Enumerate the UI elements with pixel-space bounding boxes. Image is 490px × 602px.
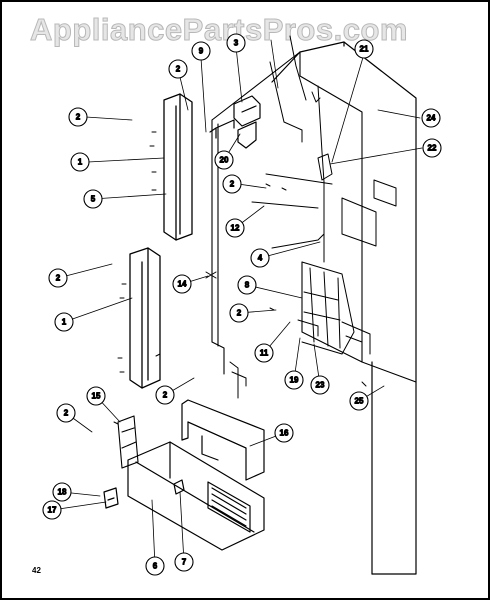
svg-text:22: 22 <box>428 144 437 153</box>
upper-trim-panel <box>163 93 193 241</box>
back-wall-panel <box>211 51 417 383</box>
page-number: 42 <box>32 566 41 575</box>
callout-2: 2 <box>68 107 88 127</box>
callout-24: 24 <box>421 108 441 128</box>
svg-text:2: 2 <box>163 391 168 400</box>
svg-text:18: 18 <box>58 488 67 497</box>
svg-text:16: 16 <box>280 429 289 438</box>
callout-6: 6 <box>145 556 165 576</box>
callout-16: 16 <box>274 423 294 443</box>
callout-20: 20 <box>214 150 234 170</box>
rear-cover-grille <box>127 441 265 551</box>
callout-8: 8 <box>237 275 257 295</box>
svg-text:25: 25 <box>355 397 364 406</box>
callout-2b: 2 <box>168 59 188 79</box>
svg-text:21: 21 <box>360 45 369 54</box>
callout-3: 3 <box>226 33 246 53</box>
callout-21: 21 <box>354 39 374 59</box>
svg-text:20: 20 <box>220 156 229 165</box>
small-switch <box>103 487 119 509</box>
svg-text:4: 4 <box>258 254 263 263</box>
callout-25: 25 <box>349 391 369 411</box>
callouts: 2 9 3 21 2 24 1 20 22 5 2 12 4 2 14 8 2 … <box>42 33 442 576</box>
svg-text:14: 14 <box>178 280 187 289</box>
svg-text:5: 5 <box>91 195 96 204</box>
svg-text:12: 12 <box>231 224 240 233</box>
bracket-part-15 <box>117 415 139 469</box>
callout-9: 9 <box>191 41 211 61</box>
svg-text:9: 9 <box>199 47 204 56</box>
callout-2d: 2 <box>48 268 68 288</box>
callout-19: 19 <box>284 370 304 390</box>
svg-text:24: 24 <box>427 114 436 123</box>
svg-text:2: 2 <box>64 409 69 418</box>
svg-text:2: 2 <box>56 274 61 283</box>
svg-text:2: 2 <box>76 113 81 122</box>
callout-22: 22 <box>422 138 442 158</box>
wall-label-plates <box>341 179 397 247</box>
svg-text:2: 2 <box>230 180 235 189</box>
callout-17: 17 <box>42 500 62 520</box>
lower-trim-panel <box>129 247 161 389</box>
leader-lines <box>51 39 423 567</box>
control-housing <box>209 95 261 149</box>
tube-part-4 <box>271 233 325 263</box>
evaporator-compartment <box>297 261 371 355</box>
wiring-harness <box>251 35 333 243</box>
screws <box>113 131 367 425</box>
svg-text:2: 2 <box>176 65 181 74</box>
callout-12: 12 <box>225 218 245 238</box>
wire-part-14 <box>205 271 247 399</box>
callout-2f: 2 <box>155 385 175 405</box>
callout-2c: 2 <box>222 174 242 194</box>
svg-text:6: 6 <box>153 562 158 571</box>
callout-11: 11 <box>254 343 274 363</box>
svg-text:1: 1 <box>78 158 83 167</box>
callout-14: 14 <box>172 274 192 294</box>
callout-2g: 2 <box>56 403 76 423</box>
svg-text:7: 7 <box>182 558 187 567</box>
svg-text:19: 19 <box>290 376 299 385</box>
callout-7: 7 <box>174 552 194 572</box>
svg-text:1: 1 <box>62 318 67 327</box>
drain-trough <box>181 399 265 481</box>
callout-1b: 1 <box>54 312 74 332</box>
svg-text:11: 11 <box>260 349 269 358</box>
svg-text:23: 23 <box>316 381 325 390</box>
svg-text:17: 17 <box>48 506 57 515</box>
callout-2e: 2 <box>229 303 249 323</box>
callout-18: 18 <box>52 482 72 502</box>
callout-1a: 1 <box>70 152 90 172</box>
callout-15: 15 <box>86 386 106 406</box>
callout-5: 5 <box>83 189 103 209</box>
svg-text:8: 8 <box>245 281 250 290</box>
watermark-logo: AppliancePartsPros.com <box>30 12 408 48</box>
svg-text:15: 15 <box>92 392 101 401</box>
svg-text:3: 3 <box>234 39 239 48</box>
svg-text:2: 2 <box>237 309 242 318</box>
callout-23: 23 <box>310 375 330 395</box>
callout-4: 4 <box>250 248 270 268</box>
